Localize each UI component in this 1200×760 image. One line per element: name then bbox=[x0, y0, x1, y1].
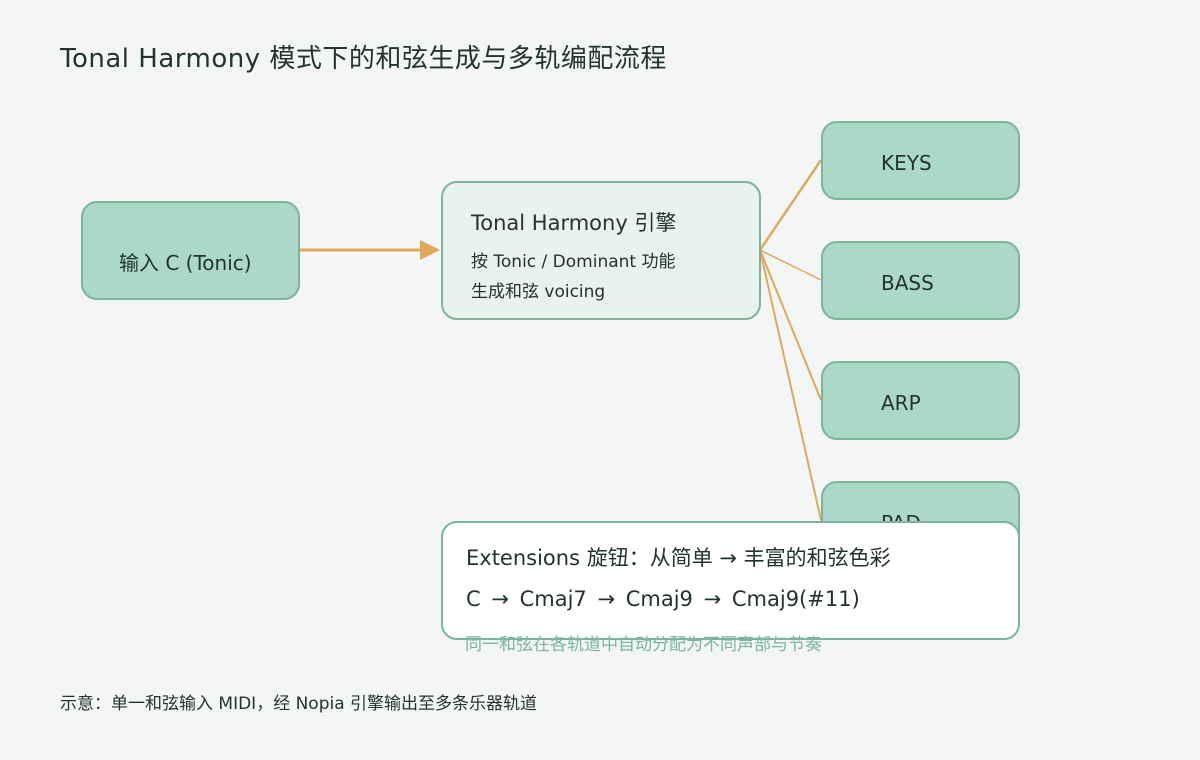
engine-to-arp-line bbox=[759, 249, 822, 401]
track-keys-label: KEYS bbox=[881, 151, 932, 175]
track-arp-label: ARP bbox=[881, 391, 921, 415]
track-bass-node: BASS bbox=[821, 241, 1020, 320]
extensions-note: 同一和弦在各轨道中自动分配为不同声部与节奏 bbox=[465, 635, 822, 655]
input-chord-node: 输入 C (Tonic) bbox=[81, 201, 300, 300]
engine-to-pad-line bbox=[759, 249, 822, 521]
engine-desc-line2: 生成和弦 voicing bbox=[471, 282, 606, 302]
engine-to-bass-line bbox=[759, 249, 822, 281]
extensions-title: Extensions 旋钮：从简单 → 丰富的和弦色彩 bbox=[466, 546, 891, 570]
chord-progression: C → Cmaj7 → Cmaj9 → Cmaj9(#11) bbox=[466, 587, 860, 611]
track-keys-node: KEYS bbox=[821, 121, 1020, 200]
track-bass-label: BASS bbox=[881, 271, 934, 295]
engine-to-keys-line bbox=[758, 159, 823, 251]
extensions-panel: Extensions 旋钮：从简单 → 丰富的和弦色彩 C → Cmaj7 → … bbox=[441, 521, 1020, 640]
input-to-engine-arrowhead bbox=[420, 240, 440, 260]
engine-title: Tonal Harmony 引擎 bbox=[471, 211, 677, 235]
tonal-harmony-engine-node: Tonal Harmony 引擎 按 Tonic / Dominant 功能 生… bbox=[441, 181, 761, 320]
engine-desc-line1: 按 Tonic / Dominant 功能 bbox=[471, 252, 676, 272]
diagram-title: Tonal Harmony 模式下的和弦生成与多轨编配流程 bbox=[60, 44, 667, 74]
track-arp-node: ARP bbox=[821, 361, 1020, 440]
input-chord-label: 输入 C (Tonic) bbox=[119, 251, 252, 275]
footer-caption: 示意：单一和弦输入 MIDI，经 Nopia 引擎输出至多条乐器轨道 bbox=[60, 694, 538, 714]
